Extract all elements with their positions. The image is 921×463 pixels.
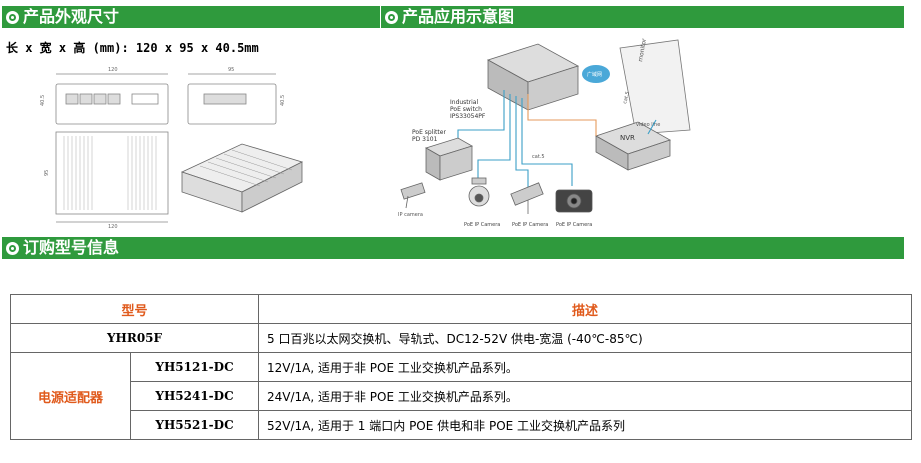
dim-label-top-depth: 95 <box>228 67 234 73</box>
ring-bullet-icon <box>385 10 398 24</box>
section-header-dimensions: 产品外观尺寸 <box>2 6 380 28</box>
dimension-drawing: 120 40.5 95 40.5 120 95 <box>40 67 304 230</box>
model-cell: YH5121-DC <box>130 352 259 382</box>
model-cell: YHR05F <box>10 323 259 353</box>
ring-bullet-icon <box>6 241 19 255</box>
table-row: 电源适配器 YH5121-DC 12V/1A, 适用于非 POE 工业交换机产品… <box>10 352 912 440</box>
description-cell: 5 口百兆以太网交换机、导轨式、DC12-52V 供电-宽温 (-40℃-85℃… <box>258 323 912 353</box>
model-cell: YH5241-DC <box>130 381 259 411</box>
bullet-camera-icon <box>510 182 544 214</box>
description-cell: 12V/1A, 适用于非 POE 工业交换机产品系列。 <box>258 352 912 382</box>
monitor-label: monitor <box>637 37 648 62</box>
dimensions-text: 长 x 宽 x 高 (mm): 120 x 95 x 40.5mm <box>6 41 259 55</box>
side-view <box>187 73 277 125</box>
description-cell: 24V/1A, 适用于非 POE 工业交换机产品系列。 <box>258 381 912 411</box>
dim-label-height-left: 40.5 <box>40 95 46 106</box>
monitor-icon <box>619 39 691 135</box>
dome-camera-icon <box>468 177 490 207</box>
front-view <box>55 73 169 125</box>
cat5-right-label: cat.5 <box>622 91 631 105</box>
cam-label-1: PoE IP Camera <box>464 222 500 228</box>
table-row: YH5521-DC 52V/1A, 适用于 1 端口内 POE 供电和非 POE… <box>11 410 912 440</box>
section-header-application: 产品应用示意图 <box>381 6 904 28</box>
section-title: 产品应用示意图 <box>402 7 515 26</box>
switch-label-1: Industrial <box>450 99 478 106</box>
industrial-switch <box>486 43 580 111</box>
switch-label-2: PoE switch <box>450 106 482 113</box>
cam-label-3: PoE IP Camera <box>556 222 592 228</box>
description-cell: 52V/1A, 适用于 1 端口内 POE 供电和非 POE 工业交换机产品系列 <box>258 410 912 440</box>
table-row: YH5241-DC 24V/1A, 适用于非 POE 工业交换机产品系列。 <box>11 381 912 411</box>
nvr-device <box>595 121 671 171</box>
group-label-cell: 电源适配器 <box>10 352 131 440</box>
nvr-label: NVR <box>620 134 635 142</box>
ip-camera-icon <box>400 182 426 209</box>
splitter-label-2: PD 3101 <box>412 136 438 143</box>
dim-label-bottom: 120 <box>108 224 118 230</box>
heat-fins <box>63 136 157 210</box>
poe-splitter <box>425 137 473 181</box>
network-cables <box>457 90 657 188</box>
ring-bullet-icon <box>6 10 19 24</box>
table-row: YHR05F 5 口百兆以太网交换机、导轨式、DC12-52V 供电-宽温 (-… <box>10 323 912 353</box>
header-description: 描述 <box>258 294 912 324</box>
cam-label-2: PoE IP Camera <box>512 222 548 228</box>
switch-label-3: IPS33054PF <box>450 113 486 120</box>
isometric-view <box>180 143 304 213</box>
section-title: 订购型号信息 <box>23 238 120 257</box>
dim-label-height-right: 40.5 <box>280 95 286 106</box>
header-model: 型号 <box>10 294 259 324</box>
cloud-icon: 广域网 <box>582 65 610 83</box>
dslr-camera-icon <box>555 189 593 213</box>
cloud-label: 广域网 <box>587 71 602 78</box>
splitter-label-1: PoE splitter <box>412 129 446 136</box>
video-line-label: video line <box>636 122 660 128</box>
application-diagram: Industrial PoE switch IPS33054PF 广域网 mon… <box>398 37 691 228</box>
table-header-row: 型号 描述 <box>10 294 912 324</box>
ordering-table: 型号 描述 YHR05F 5 口百兆以太网交换机、导轨式、DC12-52V 供电… <box>10 294 912 440</box>
dim-label-top-width: 120 <box>108 67 118 73</box>
section-title: 产品外观尺寸 <box>23 7 120 26</box>
model-cell: YH5521-DC <box>130 410 259 440</box>
cat5-label: cat.5 <box>532 154 545 160</box>
section-header-ordering: 订购型号信息 <box>2 237 904 259</box>
ip-camera-label: IP camera <box>398 212 423 218</box>
dim-label-side: 95 <box>44 170 50 176</box>
bottom-view <box>55 131 169 223</box>
